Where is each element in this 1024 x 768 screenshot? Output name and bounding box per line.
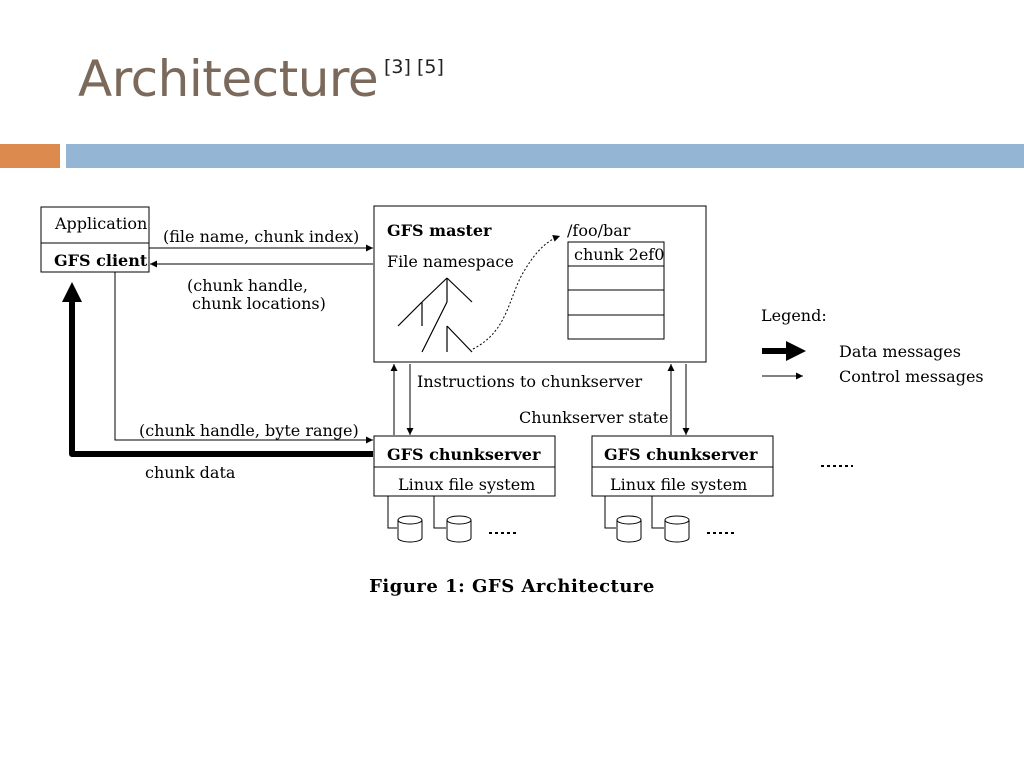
chunkserver-title: GFS chunkserver [387, 445, 541, 464]
gfs-client-box: Application GFS client [40, 206, 150, 273]
application-label: Application [54, 214, 147, 233]
file-namespace-label: File namespace [387, 252, 514, 271]
chunkserver-box: GFS chunkserver Linux file system [373, 435, 556, 543]
gfs-client-label: GFS client [54, 251, 148, 270]
reply-label-line1: (chunk handle, [187, 276, 308, 295]
chunkserver-title: GFS chunkserver [604, 445, 758, 464]
accent-bar-orange [0, 144, 60, 168]
disk-icon [664, 515, 690, 543]
gfs-master-label: GFS master [387, 221, 492, 240]
legend-title: Legend: [761, 306, 827, 325]
legend-data-label: Data messages [839, 342, 961, 361]
linux-fs-label: Linux file system [398, 475, 535, 494]
figure-caption: Figure 1: GFS Architecture [369, 576, 655, 597]
request-label: (file name, chunk index) [163, 227, 359, 246]
slide-title: Architecture [78, 50, 379, 108]
disk-icon [446, 515, 472, 543]
chunkserver-box: GFS chunkserver Linux file system [591, 435, 774, 543]
namespace-tree-icon [397, 277, 473, 353]
chunk-data-label: chunk data [145, 463, 236, 482]
linux-fs-label: Linux file system [610, 475, 747, 494]
namespace-link-arrow [472, 235, 561, 350]
chunk-data-arrow [62, 282, 373, 457]
reply-label-line2: chunk locations) [192, 294, 326, 313]
file-path-label: /foo/bar [567, 221, 631, 240]
disk-icon [616, 515, 642, 543]
slide-references: [3] [5] [384, 56, 444, 78]
disk-icon [397, 515, 423, 543]
chunk-id-label: chunk 2ef0 [574, 245, 664, 264]
instructions-label: Instructions to chunkserver [417, 372, 643, 391]
legend-control-label: Control messages [839, 367, 984, 386]
legend: Legend: Data messages Control messages [761, 306, 984, 386]
accent-bar-blue [66, 144, 1024, 168]
chunk-table: chunk 2ef0 [567, 241, 665, 340]
byte-range-label: (chunk handle, byte range) [139, 421, 359, 440]
chunkserver-state-label: Chunkserver state [519, 408, 669, 427]
byte-range-request-arrow [114, 272, 373, 444]
gfs-master-box: GFS master File namespace /foo/bar chunk… [373, 205, 707, 363]
